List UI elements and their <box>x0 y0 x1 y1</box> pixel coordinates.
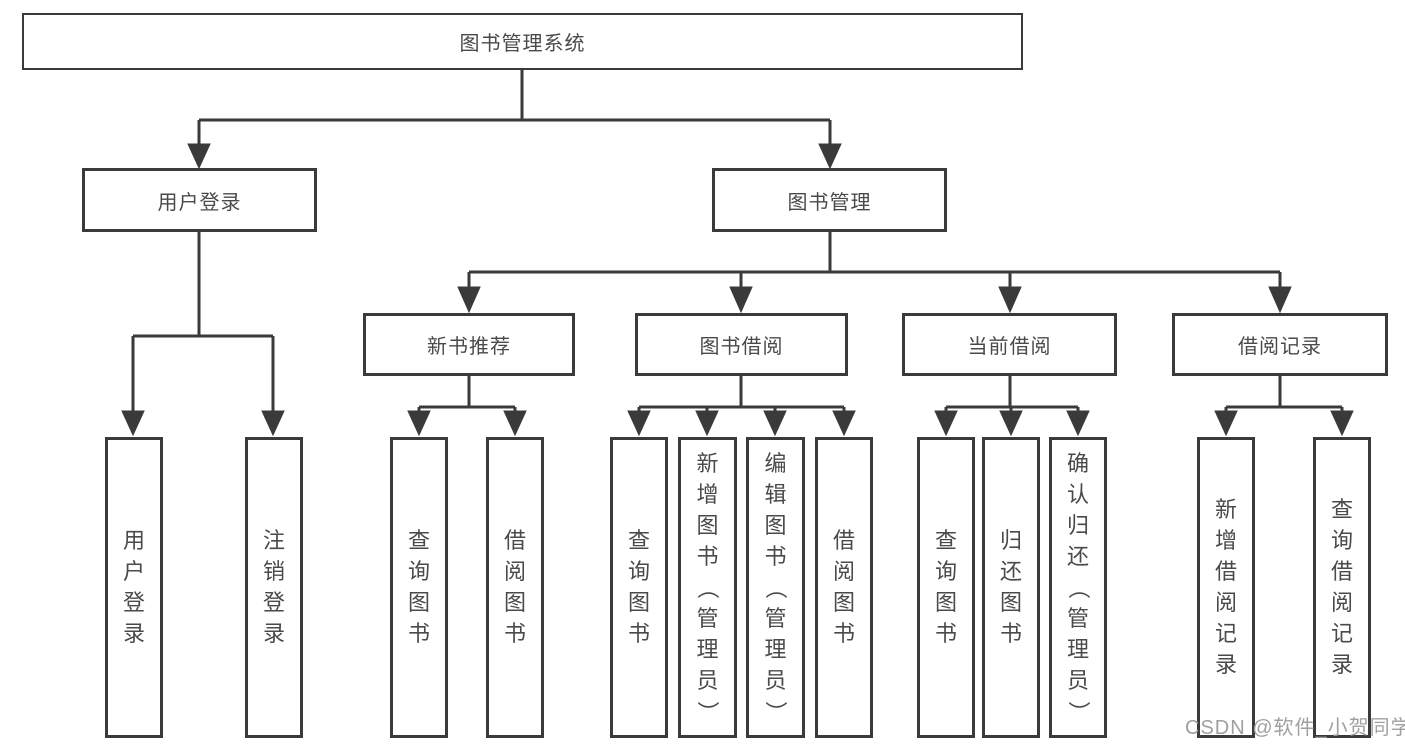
node-library-system: 图书管理系统 <box>22 13 1023 70</box>
node-query-borrow-record: 查询借阅记录 <box>1313 437 1371 738</box>
node-recommend-query-books: 查询图书 <box>390 437 448 738</box>
node-new-book-recommend-label: 新书推荐 <box>427 336 511 358</box>
node-library-system-label: 图书管理系统 <box>459 33 586 55</box>
node-confirm-return-admin: 确认归还（管理员） <box>1049 437 1107 738</box>
node-user-login-leaf: 用户登录 <box>105 437 163 738</box>
connector-root-to-level2 <box>187 70 842 170</box>
connector-book-borrow-children <box>627 376 856 437</box>
node-current-query-books: 查询图书 <box>917 437 975 738</box>
node-current-borrow-label: 当前借阅 <box>967 336 1052 358</box>
node-book-management: 图书管理 <box>712 168 947 232</box>
node-book-borrow: 图书借阅 <box>635 313 848 376</box>
csdn-watermark: CSDN @软件_小贺同学 <box>1185 717 1405 739</box>
node-borrow-query-books: 查询图书 <box>610 437 668 738</box>
connector-book-management-children <box>457 232 1292 314</box>
node-borrow-borrow-books: 借阅图书 <box>815 437 873 738</box>
node-new-book-recommend: 新书推荐 <box>363 313 575 376</box>
connector-current-borrow-children <box>934 376 1090 437</box>
node-add-borrow-record: 新增借阅记录 <box>1197 437 1255 738</box>
node-edit-books-admin: 编辑图书（管理员） <box>746 437 805 738</box>
node-borrow-records-label: 借阅记录 <box>1238 336 1322 358</box>
node-add-books-admin: 新增图书（管理员） <box>678 437 737 738</box>
connector-borrow-records-children <box>1214 376 1354 437</box>
node-user-login-label: 用户登录 <box>157 191 242 214</box>
node-logout-leaf: 注销登录 <box>245 437 303 738</box>
node-borrow-records: 借阅记录 <box>1172 313 1388 376</box>
connector-new-book-children <box>407 376 527 437</box>
node-book-management-label: 图书管理 <box>787 191 872 214</box>
node-recommend-borrow-books: 借阅图书 <box>486 437 544 738</box>
node-user-login: 用户登录 <box>82 168 317 232</box>
node-return-books: 归还图书 <box>982 437 1040 738</box>
node-book-borrow-label: 图书借阅 <box>699 336 784 358</box>
node-current-borrow: 当前借阅 <box>902 313 1117 376</box>
connector-user-login-children <box>121 232 285 437</box>
